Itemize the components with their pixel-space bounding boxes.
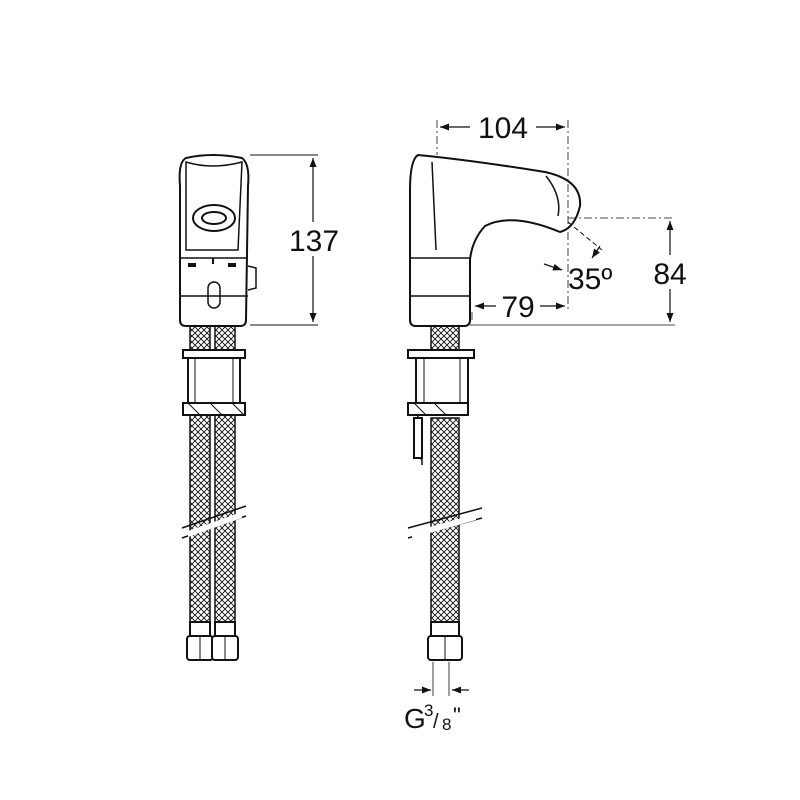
front-faucet-body xyxy=(178,154,250,327)
dim-spout-reach: 104 xyxy=(478,112,528,145)
side-view: 104 79 84 35º G 3 / 8 " xyxy=(404,112,692,734)
side-faucet-body xyxy=(409,153,582,327)
dim-height-total: 137 xyxy=(289,225,339,258)
front-view: 137 xyxy=(178,154,344,661)
side-fitting xyxy=(430,621,460,637)
dim-spout-offset: 79 xyxy=(501,291,534,324)
dim-spout-angle: 35º xyxy=(568,263,612,296)
front-mount-washer xyxy=(182,349,246,359)
dim-spout-height: 84 xyxy=(653,258,686,291)
dim-thread-size: G 3 / 8 " xyxy=(404,701,461,734)
svg-text:": " xyxy=(453,703,461,728)
front-sensor-window xyxy=(192,204,236,232)
side-mount-washer xyxy=(407,349,475,359)
front-fitting-left xyxy=(189,621,211,637)
svg-text:/: / xyxy=(433,711,439,733)
angle-line xyxy=(567,221,603,251)
svg-text:8: 8 xyxy=(442,715,451,734)
svg-text:G: G xyxy=(404,703,426,734)
front-mount-nut xyxy=(187,357,241,404)
svg-text:3: 3 xyxy=(424,701,433,720)
